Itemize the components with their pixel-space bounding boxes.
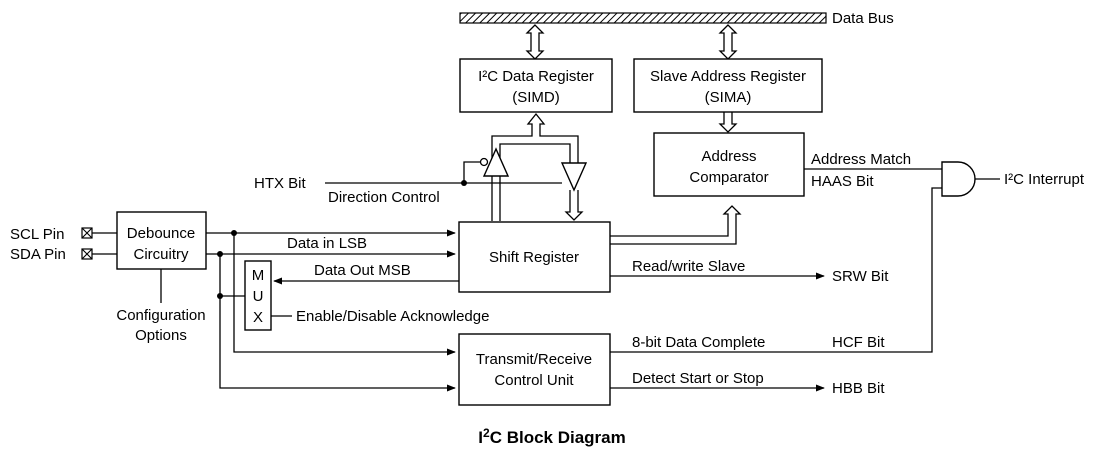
i2c-interrupt-label: I²C Interrupt: [1004, 171, 1085, 188]
data-bus: [459, 12, 827, 24]
data-bus-label: Data Bus: [832, 10, 894, 27]
hcf-to-and-wire: [610, 187, 942, 353]
sima-register-sublabel: (SIMA): [705, 89, 752, 106]
read-write-slave-label: Read/write Slave: [632, 258, 745, 275]
diagram-caption: I2C Block Diagram: [478, 426, 625, 447]
simd-register-box: [459, 58, 613, 113]
hbb-bit-label: HBB Bit: [832, 380, 885, 397]
sda-pin-icon: [81, 248, 93, 260]
tristate-buffer-down: [560, 162, 588, 192]
hcf-bit-label: HCF Bit: [832, 334, 885, 351]
sima-register-box: [633, 58, 823, 113]
data-complete-label: 8-bit Data Complete: [632, 334, 765, 351]
scl-pin-label: SCL Pin: [10, 226, 64, 243]
simd-register-label: I²C Data Register: [478, 68, 594, 85]
sda-pin-label: SDA Pin: [10, 246, 66, 263]
simd-to-shift-hollow-path: [564, 190, 584, 221]
sima-comparator-hollow-arrow: [718, 112, 738, 133]
config-options-sublabel: Options: [135, 327, 187, 344]
mux-box: [244, 260, 272, 331]
srw-bit-label: SRW Bit: [832, 268, 889, 285]
simd-register-sublabel: (SIMD): [512, 89, 560, 106]
shift-register-box: [458, 221, 611, 293]
shift-to-simd-hollow-path: [491, 112, 579, 221]
mux-sda-junction-dot: [217, 293, 223, 299]
haas-bit-label: HAAS Bit: [811, 173, 874, 190]
address-comparator-sublabel: Comparator: [689, 169, 768, 186]
debounce-label: Debounce: [127, 225, 195, 242]
tristate-buffer-up: [482, 147, 510, 177]
and-gate: [941, 161, 976, 197]
direction-control-wire: [463, 161, 481, 185]
debounce-circuitry-box: [116, 211, 207, 270]
address-comparator-label: Address: [701, 148, 756, 165]
buffer-enable-bubble: [479, 157, 489, 167]
config-options-label: Configuration: [116, 307, 205, 324]
enable-ack-label: Enable/Disable Acknowledge: [296, 308, 489, 325]
mux-letter-u: U: [253, 288, 264, 305]
trcu-label: Transmit/Receive: [476, 351, 592, 368]
mux-letter-m: M: [252, 267, 265, 284]
detect-start-stop-label: Detect Start or Stop: [632, 370, 764, 387]
shift-register-label: Shift Register: [489, 249, 579, 266]
data-in-lsb-label: Data in LSB: [287, 235, 367, 252]
trcu-sublabel: Control Unit: [494, 372, 574, 389]
mux-letter-x: X: [253, 309, 263, 326]
data-out-msb-label: Data Out MSB: [314, 262, 411, 279]
bus-simd-hollow-arrow: [525, 24, 545, 60]
htx-junction-dot: [461, 180, 467, 186]
address-comparator-box: [653, 132, 805, 197]
scl-pin-icon: [81, 227, 93, 239]
shift-comparator-hollow-path: [610, 205, 742, 245]
bus-sima-hollow-arrow: [718, 24, 738, 60]
scl-branch-wire: [233, 233, 456, 356]
htx-bit-label: HTX Bit: [254, 175, 307, 192]
transmit-receive-unit-box: [458, 333, 611, 406]
debounce-sublabel: Circuitry: [134, 246, 189, 263]
direction-control-label: Direction Control: [328, 189, 440, 206]
sima-register-label: Slave Address Register: [650, 68, 806, 85]
address-match-label: Address Match: [811, 151, 911, 168]
